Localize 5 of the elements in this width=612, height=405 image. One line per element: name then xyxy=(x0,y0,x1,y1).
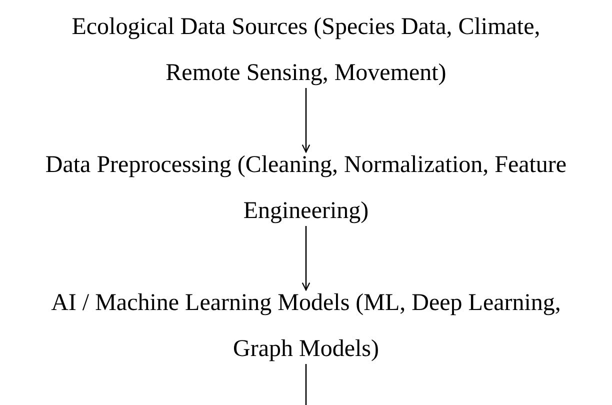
arrow xyxy=(302,88,310,153)
step-text: Data Preprocessing (Cleaning, Normalization, Feature Engineering) xyxy=(33,142,579,234)
arrow xyxy=(302,226,310,291)
step-text: Ecological Data Sources (Species Data, Climate, Remote Sensing, Movement) xyxy=(33,4,579,96)
step-text: AI / Machine Learning Models (ML, Deep Learning, Graph Models) xyxy=(33,280,579,372)
